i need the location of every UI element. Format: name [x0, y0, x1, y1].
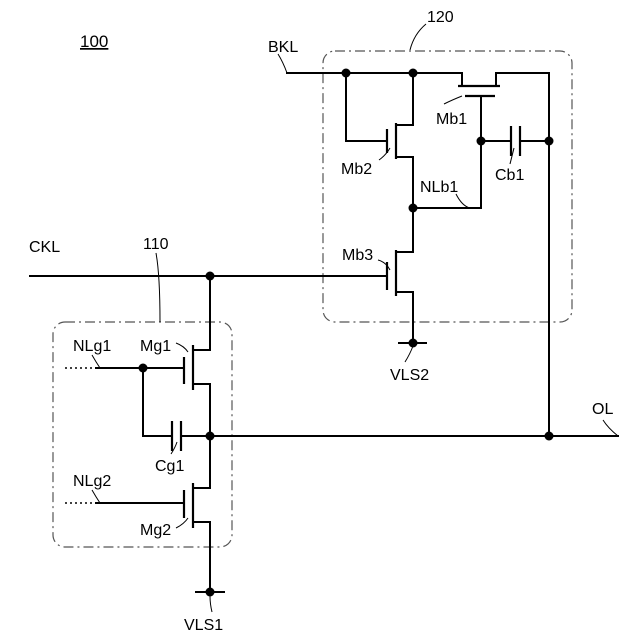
- junction-dot: [545, 432, 554, 441]
- bkl-label: BKL: [268, 39, 298, 56]
- junction-dot: [409, 69, 418, 78]
- mg1-leader: [176, 343, 188, 352]
- cg1-label: Cg1: [155, 458, 184, 475]
- mb2-gate-wire: [346, 73, 387, 141]
- nlg1-label: NLg1: [73, 338, 111, 355]
- junction-dot: [477, 137, 486, 146]
- reference-numeral: 100: [80, 32, 108, 51]
- mb1-right-wire: [496, 73, 549, 436]
- mb2-label: Mb2: [341, 161, 372, 178]
- junction-dot: [206, 272, 215, 281]
- bkl-leader: [278, 54, 287, 73]
- mb3-source-wire: [396, 292, 413, 343]
- junction-dot: [206, 432, 215, 441]
- nlg2-label: NLg2: [73, 473, 111, 490]
- junction-dot: [342, 69, 351, 78]
- ol-label: OL: [592, 401, 613, 418]
- nlb1-leader: [456, 194, 470, 208]
- mb3-leader: [378, 260, 390, 270]
- junction-dot: [545, 137, 554, 146]
- cg1-left-wire: [143, 368, 171, 436]
- junction-dot: [409, 204, 418, 213]
- mg2-label: Mg2: [140, 522, 171, 539]
- nlg2-leader: [92, 490, 100, 503]
- ol-leader: [603, 420, 618, 436]
- ckl-label: CKL: [29, 239, 60, 256]
- mb3-label: Mb3: [342, 247, 373, 264]
- vls2-label: VLS2: [390, 367, 429, 384]
- nlg1-leader: [92, 355, 100, 368]
- block-120-label: 120: [427, 9, 454, 26]
- junction-dot: [139, 364, 148, 373]
- mg1-label: Mg1: [140, 338, 171, 355]
- mb1-leader: [444, 96, 462, 104]
- vls1-label: VLS1: [184, 617, 223, 634]
- mb2-leader: [379, 148, 390, 160]
- block-120-leader: [410, 24, 426, 50]
- mg2-source-wire: [193, 522, 210, 592]
- mg2-leader: [176, 518, 188, 528]
- mb2-drain-wire: [396, 73, 413, 125]
- mg1-drain-wire: [193, 276, 210, 350]
- cb1-label: Cb1: [495, 167, 524, 184]
- block-110-leader: [156, 253, 160, 322]
- mb1-label: Mb1: [436, 111, 467, 128]
- vls2-leader: [405, 346, 413, 362]
- nlb1-label: NLb1: [420, 179, 458, 196]
- vls1-leader: [210, 596, 212, 612]
- junction-dot: [206, 588, 215, 597]
- block-110-label: 110: [143, 236, 169, 253]
